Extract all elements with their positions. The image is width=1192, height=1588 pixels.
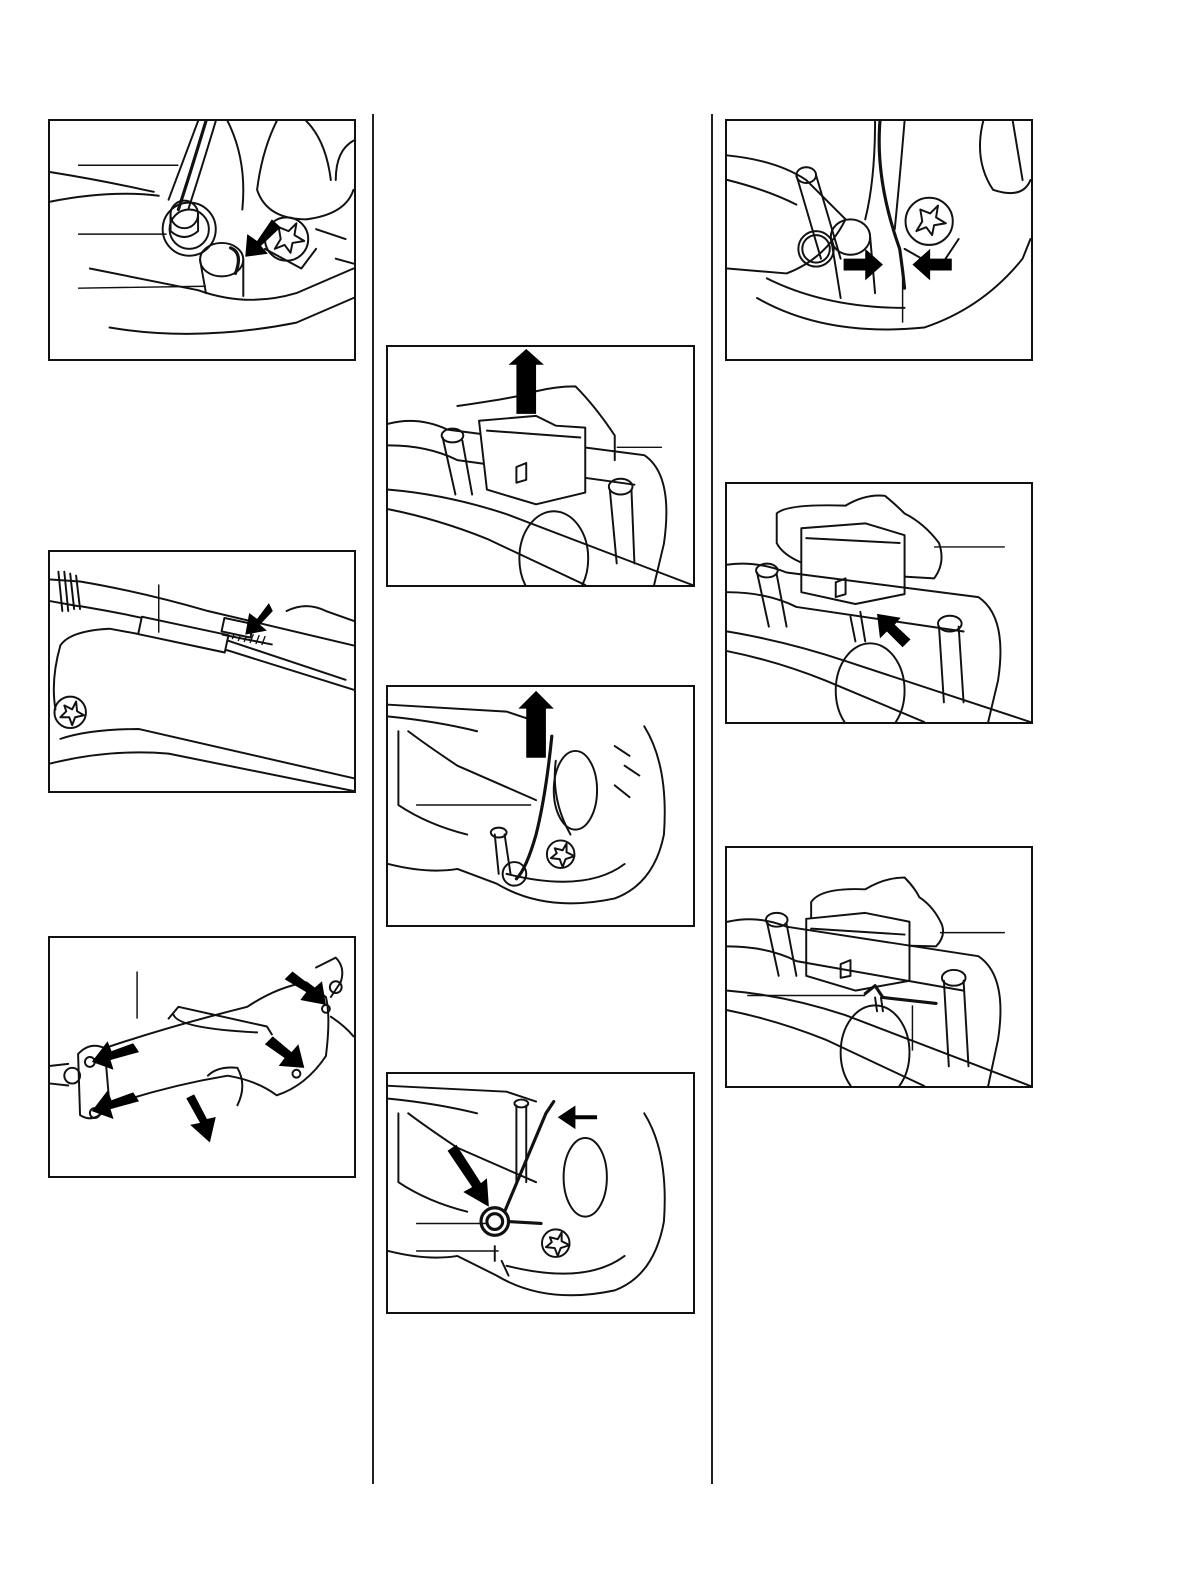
figure-install-torsion-spring bbox=[386, 1072, 695, 1314]
figure-spring-leg-position bbox=[725, 119, 1033, 361]
figure-throttle-cable-spring bbox=[48, 550, 356, 793]
illustration-throttle-cable bbox=[50, 552, 354, 791]
figure-insert-lever bbox=[725, 482, 1033, 724]
illustration-spring-pivot bbox=[50, 121, 354, 359]
figure-spring-and-pivot bbox=[48, 119, 356, 361]
figure-handle-housing-screws bbox=[48, 936, 356, 1178]
illustration-handle-housing bbox=[50, 938, 354, 1176]
illustration-spring-leg bbox=[727, 121, 1031, 359]
illustration-lever-insert bbox=[727, 484, 1031, 722]
column-divider-right bbox=[711, 114, 713, 1484]
column-divider-left bbox=[372, 114, 374, 1484]
illustration-spring-removal bbox=[388, 687, 693, 925]
illustration-lever-removal bbox=[388, 347, 693, 585]
figure-remove-spring bbox=[386, 685, 695, 927]
illustration-lever-installed bbox=[727, 848, 1031, 1086]
figure-lift-out-lever bbox=[386, 345, 695, 587]
figure-lever-installed bbox=[725, 846, 1033, 1088]
illustration-spring-install bbox=[388, 1074, 693, 1312]
